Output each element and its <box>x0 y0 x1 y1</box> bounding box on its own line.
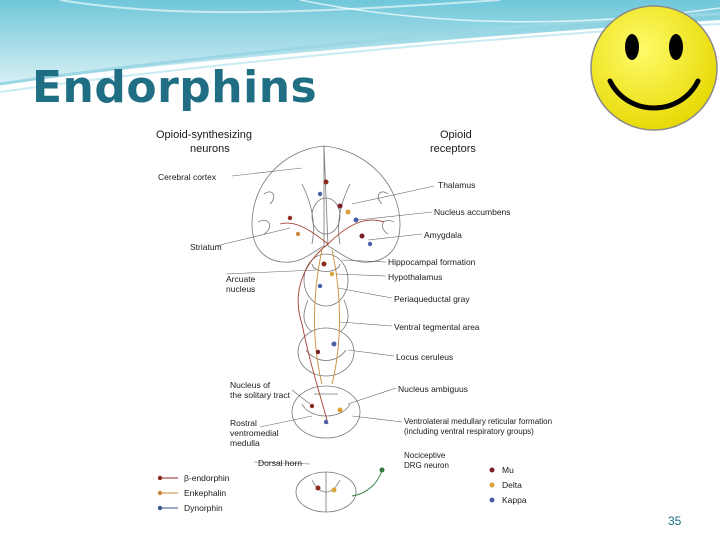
label-dorsal-horn: Dorsal horn <box>258 458 302 468</box>
legend-mu: Mu <box>502 465 514 475</box>
projection-fibers <box>279 219 385 497</box>
label-ventrolateral-2: (including ventral respiratory groups) <box>404 427 534 436</box>
brain-drawing <box>251 145 401 513</box>
label-solitary-1: Nucleus of <box>230 380 271 390</box>
label-thalamus: Thalamus <box>438 180 475 190</box>
label-ventrolateral-1: Ventrolateral medullary reticular format… <box>404 417 552 426</box>
label-cerebral-cortex: Cerebral cortex <box>158 172 217 182</box>
label-arcuate-1: Arcuate <box>226 274 256 284</box>
label-hypothalamus: Hypothalamus <box>388 272 442 282</box>
opioid-pathways-figure: Opioid-synthesizing neurons Opioid recep… <box>152 124 570 528</box>
slide-title: Endorphins <box>32 62 318 113</box>
heading-opioid-synthesizing: Opioid-synthesizing <box>156 129 252 141</box>
legend-beta-endorphin: β-endorphin <box>184 473 230 483</box>
heading-receptors: receptors <box>430 143 476 155</box>
label-rostral-3: medulla <box>230 438 260 448</box>
heading-opioid: Opioid <box>440 129 472 141</box>
label-striatum: Striatum <box>190 242 222 252</box>
page-number: 35 <box>668 514 682 528</box>
legend-synthesizing: β-endorphin Enkephalin Dynorphin <box>157 473 230 513</box>
label-nociceptive-2: DRG neuron <box>404 461 449 470</box>
legend-enkephalin: Enkephalin <box>184 488 226 498</box>
legend-kappa: Kappa <box>502 495 527 505</box>
legend-dynorphin: Dynorphin <box>184 503 223 513</box>
label-nucleus-accumbens: Nucleus accumbens <box>434 207 511 217</box>
smiley-face-icon <box>590 5 718 131</box>
label-rostral-1: Rostral <box>230 418 257 428</box>
label-solitary-2: the solitary tract <box>230 390 291 400</box>
legend-receptors: Mu Delta Kappa <box>489 465 527 505</box>
neuron-markers <box>287 179 385 493</box>
leader-lines <box>215 167 435 465</box>
label-ventral-tegmental: Ventral tegmental area <box>394 322 480 332</box>
label-periaqueductal: Periaqueductal gray <box>394 294 470 304</box>
label-rostral-2: ventromedial <box>230 428 279 438</box>
label-nociceptive-1: Nociceptive <box>404 451 446 460</box>
label-amygdala: Amygdala <box>424 230 462 240</box>
label-nucleus-ambiguus: Nucleus ambiguus <box>398 384 468 394</box>
label-hippocampal: Hippocampal formation <box>388 257 476 267</box>
label-locus-ceruleus: Locus ceruleus <box>396 352 453 362</box>
heading-neurons: neurons <box>190 143 230 155</box>
legend-delta: Delta <box>502 480 522 490</box>
label-arcuate-2: nucleus <box>226 284 255 294</box>
